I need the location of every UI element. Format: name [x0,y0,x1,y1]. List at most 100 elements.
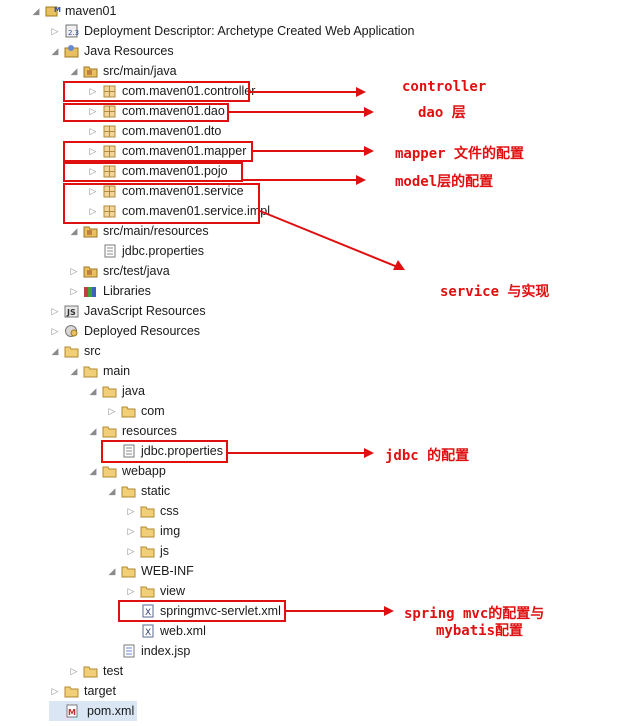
libraries-icon [83,284,99,298]
tree-item-label: src/test/java [103,264,170,278]
tree-item[interactable]: ▷img [125,521,181,541]
tree-item[interactable]: ▷com.maven01.controller [87,81,256,101]
expand-toggle-icon[interactable]: ▷ [127,545,135,556]
folder-icon [121,484,137,498]
tree-item[interactable]: ▷com.maven01.mapper [87,141,247,161]
tree-item-label: java [122,384,145,398]
tree-item-label: pom.xml [87,704,135,718]
expand-toggle-icon[interactable]: ▷ [70,665,78,676]
expand-toggle-icon[interactable]: ▷ [51,685,59,696]
collapse-toggle-icon[interactable]: ◢ [51,45,59,56]
tree-item[interactable]: ▷com.maven01.dto [87,121,222,141]
package-icon [102,84,118,98]
folder-icon [102,424,118,438]
expand-toggle-icon[interactable]: ▷ [89,165,97,176]
tree-item[interactable]: index.jsp [106,641,190,661]
expand-toggle-icon[interactable]: ▷ [89,85,97,96]
tree-item[interactable]: ▷Libraries [68,281,151,301]
note-jdbc: jdbc 的配置 [385,448,470,464]
tree-item[interactable]: ◢WEB-INF [106,561,194,581]
folder-icon [83,664,99,678]
expand-toggle-icon[interactable]: ▷ [89,125,97,136]
highlight-mapper [63,141,253,162]
tree-item[interactable]: ▷js [125,541,170,561]
tree-item[interactable]: ◢ Java Resources [49,41,174,61]
expand-toggle-icon[interactable]: ▷ [51,305,59,316]
expand-toggle-icon[interactable]: ▷ [89,185,97,196]
folder-icon [140,584,156,598]
expand-toggle-icon[interactable]: ▷ [108,405,116,416]
tree-item[interactable]: ◢webapp [87,461,166,481]
expand-toggle-icon[interactable]: ▷ [89,205,97,216]
tree-item[interactable]: jdbc.properties [106,441,223,461]
tree-item[interactable]: ◢src [49,341,101,361]
folder-icon [121,564,137,578]
expand-toggle-icon[interactable]: ▷ [51,25,59,36]
highlight-pojo [63,162,243,182]
toggle-spacer [87,245,99,257]
tree-item[interactable]: ▷com.maven01.pojo [87,161,228,181]
tree-item[interactable]: ◢ src/main/java [68,61,177,81]
toggle-spacer [106,645,118,657]
maven-pom-icon: M [64,704,80,718]
tree-item-label: src/main/java [103,64,177,78]
tree-item-label: target [84,684,116,698]
tree-item[interactable]: ▷ view [125,581,185,601]
tree-item[interactable]: ▷ src/test/java [68,261,170,281]
tree-item[interactable]: ▷ target [49,681,116,701]
folder-icon [140,544,156,558]
tree-item-label: com.maven01.dao [122,104,225,118]
deployed-resources-icon [64,324,80,338]
folder-icon [102,464,118,478]
source-folder-icon [83,264,99,278]
collapse-toggle-icon[interactable]: ◢ [89,425,97,436]
package-icon [102,164,118,178]
tree-item[interactable]: ▷ com.maven01.dao [87,101,225,121]
expand-toggle-icon[interactable]: ▷ [89,145,97,156]
tree-item[interactable]: ▷com.maven01.service [87,181,244,201]
expand-toggle-icon[interactable]: ▷ [127,585,135,596]
collapse-toggle-icon[interactable]: ◢ [108,565,116,576]
svg-text:X: X [145,628,151,638]
tree-item[interactable]: ◢src/main/resources [68,221,209,241]
tree-item-label: Java Resources [84,44,174,58]
collapse-toggle-icon[interactable]: ◢ [70,365,78,376]
expand-toggle-icon[interactable]: ▷ [127,505,135,516]
tree-item[interactable]: ▷com [106,401,165,421]
expand-toggle-icon[interactable]: ▷ [70,265,78,276]
tree-item[interactable]: ▷com.maven01.service.impl [87,201,270,221]
collapse-toggle-icon[interactable]: ◢ [51,345,59,356]
expand-toggle-icon[interactable]: ▷ [89,105,97,116]
collapse-toggle-icon[interactable]: ◢ [70,225,78,236]
tree-item[interactable]: ◢main [68,361,131,381]
expand-toggle-icon[interactable]: ▷ [70,285,78,296]
collapse-toggle-icon[interactable]: ◢ [70,65,78,76]
collapse-toggle-icon[interactable]: ◢ [89,385,97,396]
tree-item[interactable]: ▷ css [125,501,179,521]
tree-item[interactable]: ◢ java [87,381,145,401]
svg-text:X: X [145,608,151,618]
collapse-toggle-icon[interactable]: ◢ [32,5,40,16]
maven-project-icon: M [45,4,61,18]
tree-item[interactable]: ◢static [106,481,171,501]
collapse-toggle-icon[interactable]: ◢ [89,465,97,476]
tree-item[interactable]: ◢resources [87,421,177,441]
tree-item[interactable]: ▷Deployed Resources [49,321,201,341]
tree-item[interactable]: ▷test [68,661,124,681]
tree-item[interactable]: jdbc.properties [87,241,204,261]
source-folder-icon [83,64,99,78]
collapse-toggle-icon[interactable]: ◢ [108,485,116,496]
package-icon [102,124,118,138]
expand-toggle-icon[interactable]: ▷ [127,525,135,536]
xml-file-icon: X [140,604,156,618]
tree-item-label: css [160,504,179,518]
tree-item-label: view [160,584,186,598]
folder-icon [121,404,137,418]
expand-toggle-icon[interactable]: ▷ [51,325,59,336]
